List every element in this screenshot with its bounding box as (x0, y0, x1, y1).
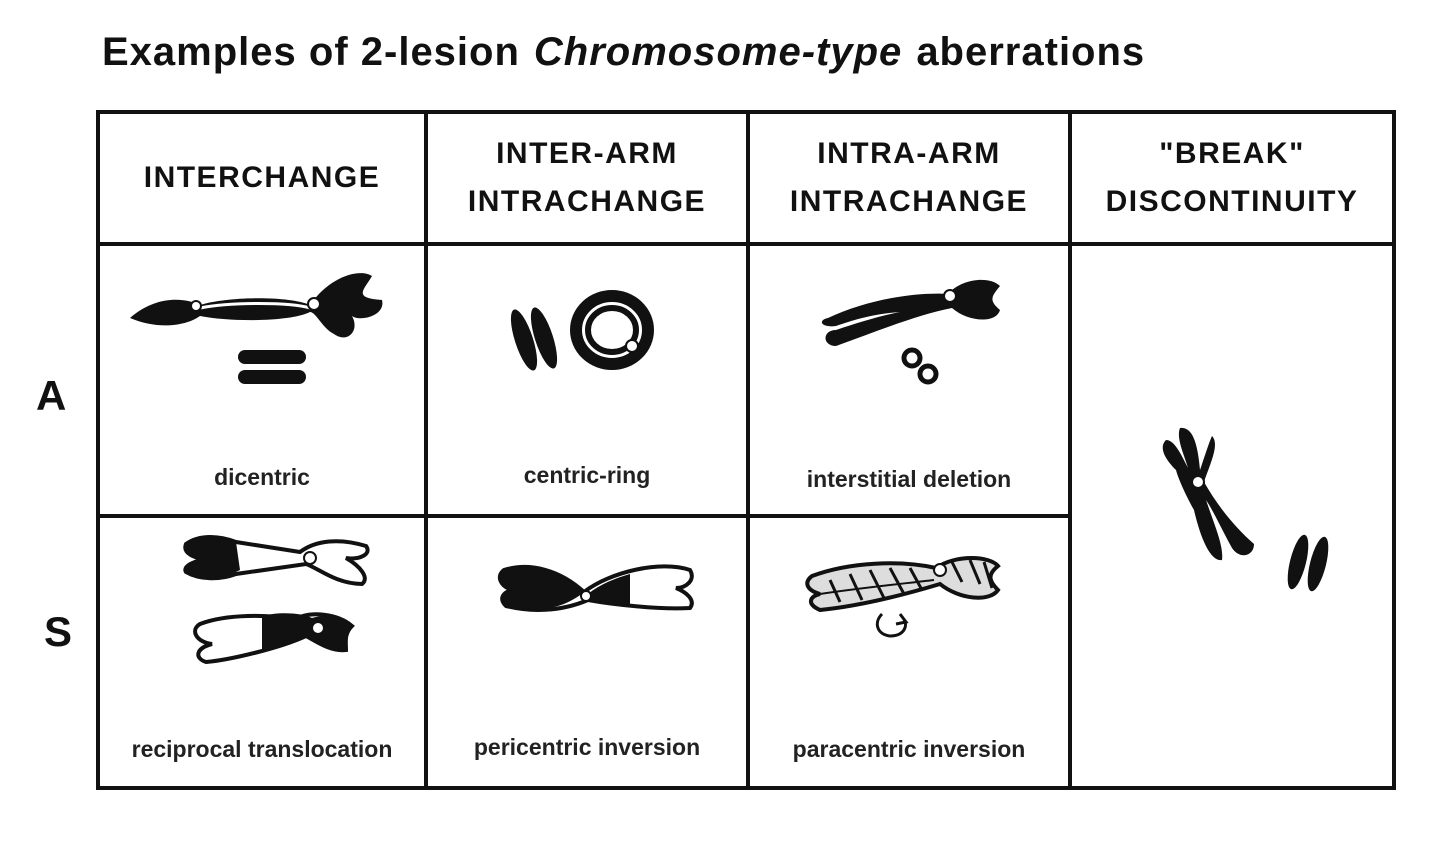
caption-dicentric: dicentric (214, 464, 310, 490)
column-header-interchange: INTERCHANGE (100, 114, 424, 242)
title-part-1: Examples of 2-lesion (102, 30, 520, 74)
caption-reciprocal-translocation: reciprocal translocation (131, 736, 393, 762)
caption-centric-ring: centric-ring (523, 462, 651, 488)
row-divider (100, 514, 1070, 518)
reciprocal-translocation-icon (183, 535, 370, 665)
interstitial-deletion-icon (821, 279, 1000, 385)
caption-interstitial-deletion: interstitial deletion (806, 466, 1012, 492)
caption-paracentric-inversion: paracentric inversion (792, 736, 1026, 762)
diagram-title: Examples of 2-lesion Chromosome-type aberr… (102, 30, 1145, 75)
centric-ring-icon (510, 290, 654, 371)
row-label-s: S (44, 608, 73, 655)
header-line: INTRACHANGE (789, 185, 1029, 218)
column-divider (746, 114, 750, 786)
pericentric-inversion-icon (497, 564, 694, 612)
header-line: DISCONTINUITY (1105, 185, 1359, 218)
header-line: INTER-ARM (496, 137, 678, 170)
row-label-a: A (36, 372, 67, 419)
dicentric-chromosome-icon (130, 273, 383, 384)
column-header-break: "BREAK" DISCONTINUITY (1072, 114, 1392, 242)
header-line: "BREAK" (1159, 137, 1305, 170)
header-line: INTERCHANGE (143, 161, 381, 194)
caption-pericentric-inversion: pericentric inversion (473, 734, 701, 760)
header-line: INTRA-ARM (817, 137, 1001, 170)
column-divider (424, 114, 428, 786)
column-header-intra-arm: INTRA-ARM INTRACHANGE (750, 114, 1068, 242)
title-emphasis: Chromosome-type (533, 30, 903, 74)
header-line: INTRACHANGE (467, 185, 707, 218)
header-divider (100, 242, 1392, 246)
title-part-2: aberrations (916, 30, 1146, 74)
break-discontinuity-icon (1162, 427, 1329, 592)
column-divider (1068, 114, 1072, 786)
column-header-inter-arm: INTER-ARM INTRACHANGE (428, 114, 746, 242)
aberration-table: INTERCHANGE INTER-ARM INTRACHANGE INTRA-… (96, 110, 1396, 790)
paracentric-inversion-icon (805, 556, 1001, 638)
